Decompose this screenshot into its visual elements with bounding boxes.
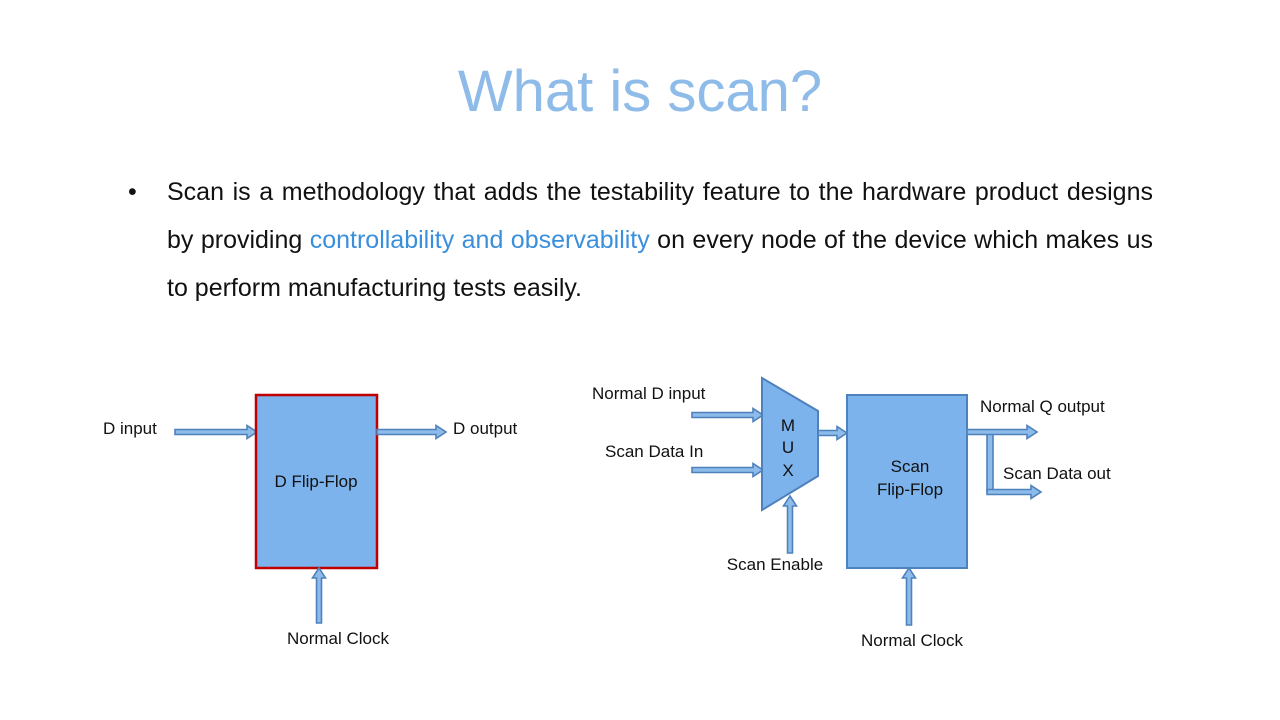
highlighted-text: controllability and observability — [309, 226, 650, 254]
d-input-arrow-icon — [174, 424, 259, 440]
scan-enable-arrow-icon — [782, 494, 798, 554]
d-input-label: D input — [103, 419, 157, 438]
scan-ff-label: Scan — [891, 457, 930, 476]
mux-block — [761, 376, 819, 512]
slide-title: What is scan? — [457, 59, 823, 124]
mux-letter: M — [781, 416, 795, 435]
scan-data-out-label: Scan Data out — [1003, 464, 1111, 483]
bullet-text-part: Scan is a methodology that adds the test… — [167, 178, 1153, 254]
d-flip-flop-label: D Flip-Flop — [274, 472, 357, 491]
branch-line — [986, 431, 994, 493]
scan-enable-label: Scan Enable — [727, 555, 823, 574]
left-clock-label: Normal Clock — [287, 629, 390, 648]
bullet-point: • Scan is a methodology that adds the te… — [128, 168, 1153, 312]
right-clock-label: Normal Clock — [861, 631, 964, 650]
scan-data-out-arrow-icon — [986, 484, 1043, 500]
bullet-text-part: on every node of the device which makes … — [167, 226, 1153, 302]
d-output-arrow-icon — [376, 424, 448, 440]
normal-d-input-label: Normal D input — [592, 384, 706, 403]
mux-output-arrow-icon — [817, 425, 849, 441]
scan-ff-label: Flip-Flop — [877, 480, 943, 499]
scan-data-in-arrow-icon — [691, 462, 765, 478]
normal-d-input-arrow-icon — [691, 407, 765, 423]
normal-q-output-label: Normal Q output — [980, 397, 1105, 416]
normal-q-output-arrow-icon — [966, 424, 1039, 440]
mux-letter: X — [782, 461, 793, 480]
d-output-label: D output — [453, 419, 518, 438]
scan-data-in-label: Scan Data In — [605, 442, 703, 461]
bullet-marker: • — [128, 178, 137, 206]
d-flip-flop-block — [254, 393, 379, 570]
bullet-text: Scan is a methodology that adds the test… — [167, 168, 1153, 312]
right-clock-arrow-icon — [901, 566, 917, 626]
mux-letter: U — [782, 438, 794, 457]
scan-flip-flop-block — [846, 394, 968, 569]
left-clock-arrow-icon — [311, 566, 327, 624]
